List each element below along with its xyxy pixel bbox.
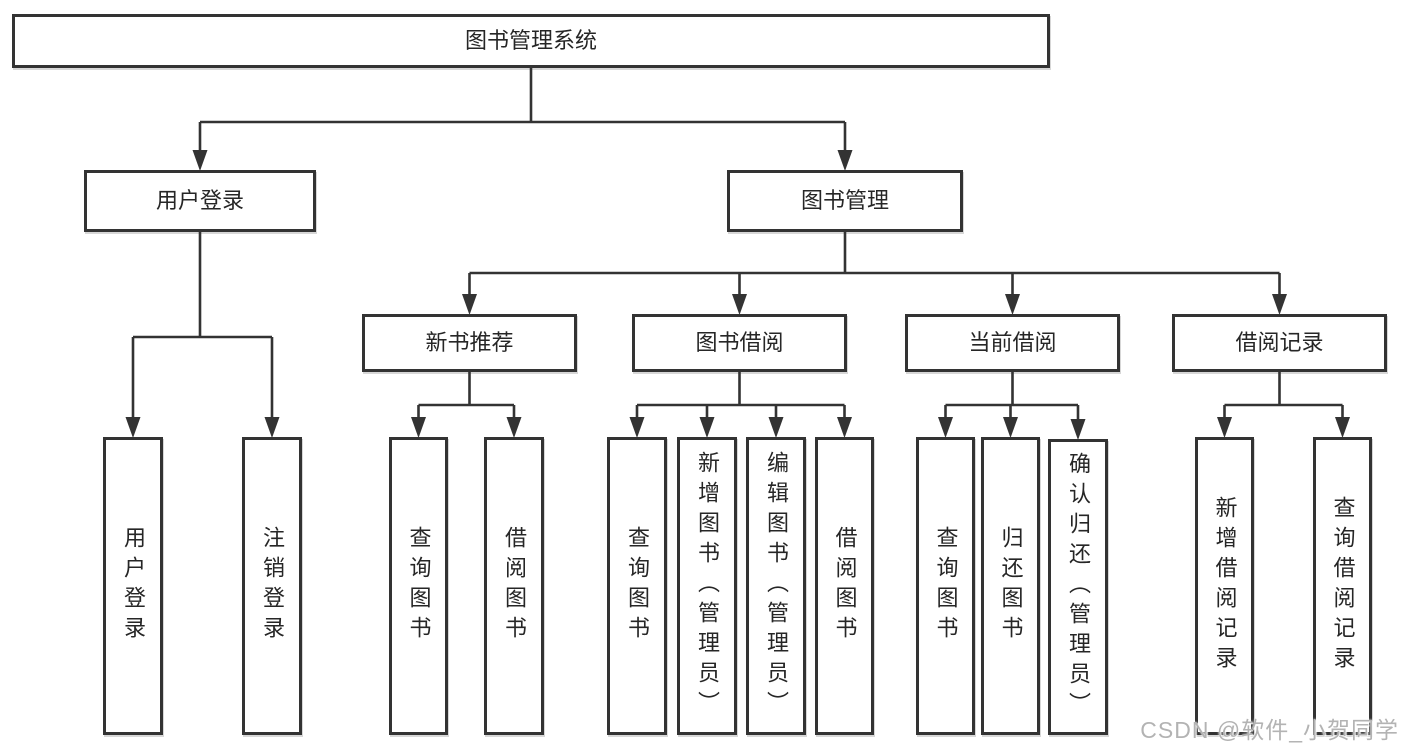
node-rc2: 查询借阅记录	[1313, 437, 1372, 735]
node-label-cu1: 查询图书	[933, 526, 959, 646]
node-label-rc2: 查询借阅记录	[1330, 496, 1356, 676]
node-label-current: 当前借阅	[968, 330, 1057, 355]
node-bw3: 编辑图书（管理员）	[746, 437, 806, 735]
node-newbook: 新书推荐	[362, 314, 577, 372]
edge-borrow	[635, 372, 846, 420]
node-u1: 用户登录	[103, 437, 163, 735]
node-bw4: 借阅图书	[815, 437, 874, 735]
watermark: CSDN @软件_小贺同学	[1140, 717, 1399, 743]
edge-mgmt	[468, 232, 1281, 297]
node-label-cu3: 确认归还（管理员）	[1066, 452, 1091, 722]
node-bw1: 查询图书	[607, 437, 667, 735]
arrowhead-root-to-mgmt	[837, 150, 853, 171]
edge-records	[1223, 372, 1344, 420]
node-u2: 注销登录	[242, 437, 302, 735]
node-label-mgmt: 图书管理	[800, 188, 889, 213]
arrowhead-current-to-cu1	[938, 417, 953, 438]
arrowhead-borrow-to-bw1	[629, 417, 645, 438]
arrowhead-records-to-rc2	[1335, 417, 1350, 438]
node-label-login: 用户登录	[155, 188, 244, 213]
arrowhead-current-to-cu3	[1070, 419, 1086, 440]
node-label-u2: 注销登录	[260, 526, 285, 646]
arrowhead-mgmt-to-current	[1005, 294, 1020, 315]
arrowhead-newbook-to-nb2	[506, 417, 522, 438]
node-cu1: 查询图书	[916, 437, 975, 735]
arrowhead-root-to-login	[192, 150, 208, 171]
node-mgmt: 图书管理	[727, 170, 963, 232]
node-label-bw2: 新增图书（管理员）	[695, 451, 720, 721]
node-borrow: 图书借阅	[632, 314, 847, 372]
node-label-newbook: 新书推荐	[425, 330, 514, 355]
node-nb1: 查询图书	[389, 437, 448, 735]
arrowhead-borrow-to-bw3	[768, 417, 784, 438]
edge-login	[131, 232, 274, 420]
arrowhead-current-to-cu2	[1003, 417, 1018, 438]
node-label-rc1: 新增借阅记录	[1212, 496, 1238, 676]
node-root: 图书管理系统	[12, 14, 1050, 68]
node-bw2: 新增图书（管理员）	[677, 437, 737, 735]
node-records: 借阅记录	[1172, 314, 1387, 372]
node-login: 用户登录	[84, 170, 316, 232]
node-label-cu2: 归还图书	[998, 526, 1024, 646]
arrowhead-mgmt-to-borrow	[732, 294, 747, 315]
node-label-nb2: 借阅图书	[502, 526, 527, 646]
arrowhead-borrow-to-bw2	[699, 417, 715, 438]
node-label-nb1: 查询图书	[406, 526, 432, 646]
node-cu2: 归还图书	[981, 437, 1040, 735]
node-label-root: 图书管理系统	[464, 28, 597, 53]
node-rc1: 新增借阅记录	[1195, 437, 1254, 735]
node-label-records: 借阅记录	[1235, 330, 1324, 355]
edge-newbook	[417, 372, 516, 420]
node-current: 当前借阅	[905, 314, 1120, 372]
edge-current	[944, 372, 1080, 422]
node-label-borrow: 图书借阅	[695, 330, 784, 355]
arrowhead-login-to-u1	[125, 417, 141, 438]
node-label-bw3: 编辑图书（管理员）	[764, 451, 789, 721]
node-nb2: 借阅图书	[484, 437, 544, 735]
node-cu3: 确认归还（管理员）	[1048, 439, 1108, 735]
arrowhead-records-to-rc1	[1217, 417, 1232, 438]
arrowhead-mgmt-to-records	[1272, 294, 1287, 315]
node-label-bw1: 查询图书	[625, 526, 650, 646]
node-label-u1: 用户登录	[121, 526, 146, 646]
node-label-bw4: 借阅图书	[832, 526, 858, 646]
arrowhead-login-to-u2	[264, 417, 280, 438]
arrowhead-borrow-to-bw4	[837, 417, 852, 438]
arrowhead-mgmt-to-newbook	[462, 294, 477, 315]
edge-root	[198, 68, 847, 153]
arrowhead-newbook-to-nb1	[411, 417, 426, 438]
